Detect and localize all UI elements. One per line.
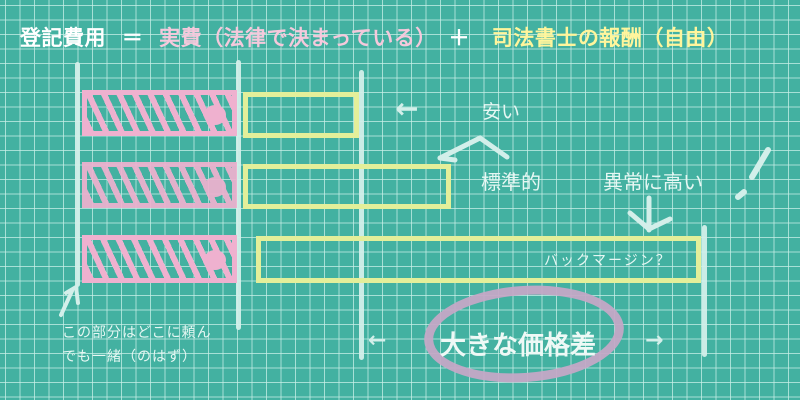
actual-cost-bar-standard (82, 162, 237, 208)
plus-sign: ＋ (448, 26, 471, 50)
actual-cost-bar-cheap (82, 90, 237, 136)
difference-right-arrow-icon: → (645, 328, 664, 353)
fee-bar-high (256, 236, 701, 283)
high-marker-line (702, 225, 707, 357)
left-boundary-line (75, 62, 80, 287)
cheap-label: 安い (482, 101, 521, 123)
fee-bar-standard (243, 164, 451, 209)
big-price-difference-label: 大きな価格差 (440, 331, 597, 361)
registration-cost-label: 登記費用 (20, 26, 106, 50)
abnormally-high-label: 異常に高い (603, 170, 703, 194)
left-arrow-icon: ← (395, 92, 419, 125)
exclamation-icon (735, 147, 771, 200)
equals-sign: ＝ (121, 26, 144, 50)
same-everywhere-note-line1: この部分はどこに頼ん (62, 325, 212, 341)
same-everywhere-note-line2: でも一緒（のはず） (62, 349, 197, 365)
actual-cost-bar-high (82, 235, 237, 283)
kickback-label: バックマージン？ (544, 253, 672, 269)
cost-divider-line (236, 60, 241, 330)
scrivener-fee-label: 司法書士の報酬（自由） (491, 26, 729, 50)
caret-arrow-icon (437, 135, 510, 163)
pointer-arrow-icon (59, 283, 80, 317)
down-arrow-icon (627, 195, 673, 233)
fee-bar-cheap (243, 92, 359, 138)
difference-left-arrow-icon: ← (368, 328, 387, 353)
standard-label: 標準的 (481, 170, 541, 194)
standard-marker-line (359, 70, 364, 360)
actual-cost-label: 実費（法律で決まっている） (159, 26, 437, 50)
formula-title: 登記費用 ＝ 実費（法律で決まっている） ＋ 司法書士の報酬（自由） (20, 22, 728, 52)
